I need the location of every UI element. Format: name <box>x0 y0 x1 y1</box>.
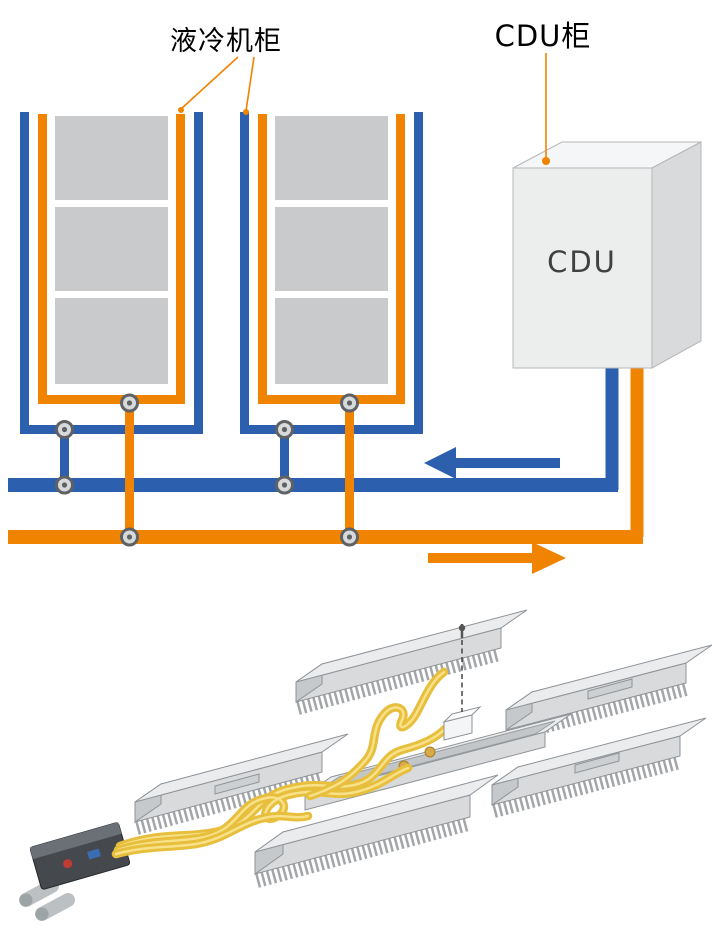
board-top-face <box>254 774 499 853</box>
cooling-fins <box>296 648 501 715</box>
cooling-fins <box>492 756 682 818</box>
flow-arrow-right-orange <box>428 542 566 574</box>
leader-dot <box>243 109 249 115</box>
cdu-box: CDU <box>512 141 702 369</box>
hose-highlight <box>114 814 310 856</box>
connector-top-face <box>29 822 122 860</box>
board-handle-slot <box>214 773 260 795</box>
red-mark <box>63 859 73 869</box>
blue-mark <box>87 848 101 860</box>
board-top-face <box>505 644 712 711</box>
leader-line <box>180 56 239 110</box>
quick-disconnect <box>442 706 482 741</box>
board-top-face <box>134 733 349 803</box>
connector-port-cap <box>35 907 49 921</box>
coolant-hoses <box>111 667 451 859</box>
quick-disconnect-front <box>443 714 473 741</box>
cabinet-label: 液冷机柜 <box>170 26 282 57</box>
server-board <box>134 733 349 835</box>
cooling-fins <box>255 817 470 888</box>
server-board <box>254 774 499 888</box>
connector-port-cap <box>19 893 33 907</box>
cdu-cabinet-label: CDU柜 <box>495 19 592 53</box>
hose-connector <box>19 822 131 921</box>
leader-dot <box>178 107 184 113</box>
hose-fitting <box>424 746 436 758</box>
screw-drop <box>458 624 466 712</box>
labels: 液冷机柜 CDU柜 <box>170 19 592 165</box>
board-top-face <box>295 609 528 683</box>
cold-plate-illustration <box>19 609 712 921</box>
server-board <box>505 644 712 743</box>
hose-highlight <box>308 670 446 798</box>
leader-line <box>245 56 255 112</box>
board-top-face <box>491 717 707 786</box>
cdu-box-text: CDU <box>547 245 617 279</box>
leader-dot <box>542 157 550 165</box>
server-board <box>491 717 707 818</box>
cdu-front-face <box>512 167 653 369</box>
cooling-fins <box>135 772 322 835</box>
server-board <box>295 609 528 715</box>
cdu-side-face <box>651 141 702 369</box>
screw-head <box>458 624 466 632</box>
board-handle-slot <box>587 678 633 700</box>
flow-arrow-left-blue <box>424 447 560 479</box>
cooling-schematic: CDU 液冷机柜 CDU柜 <box>8 19 702 574</box>
connector-body <box>29 822 131 890</box>
board-handle-slot <box>574 752 620 774</box>
